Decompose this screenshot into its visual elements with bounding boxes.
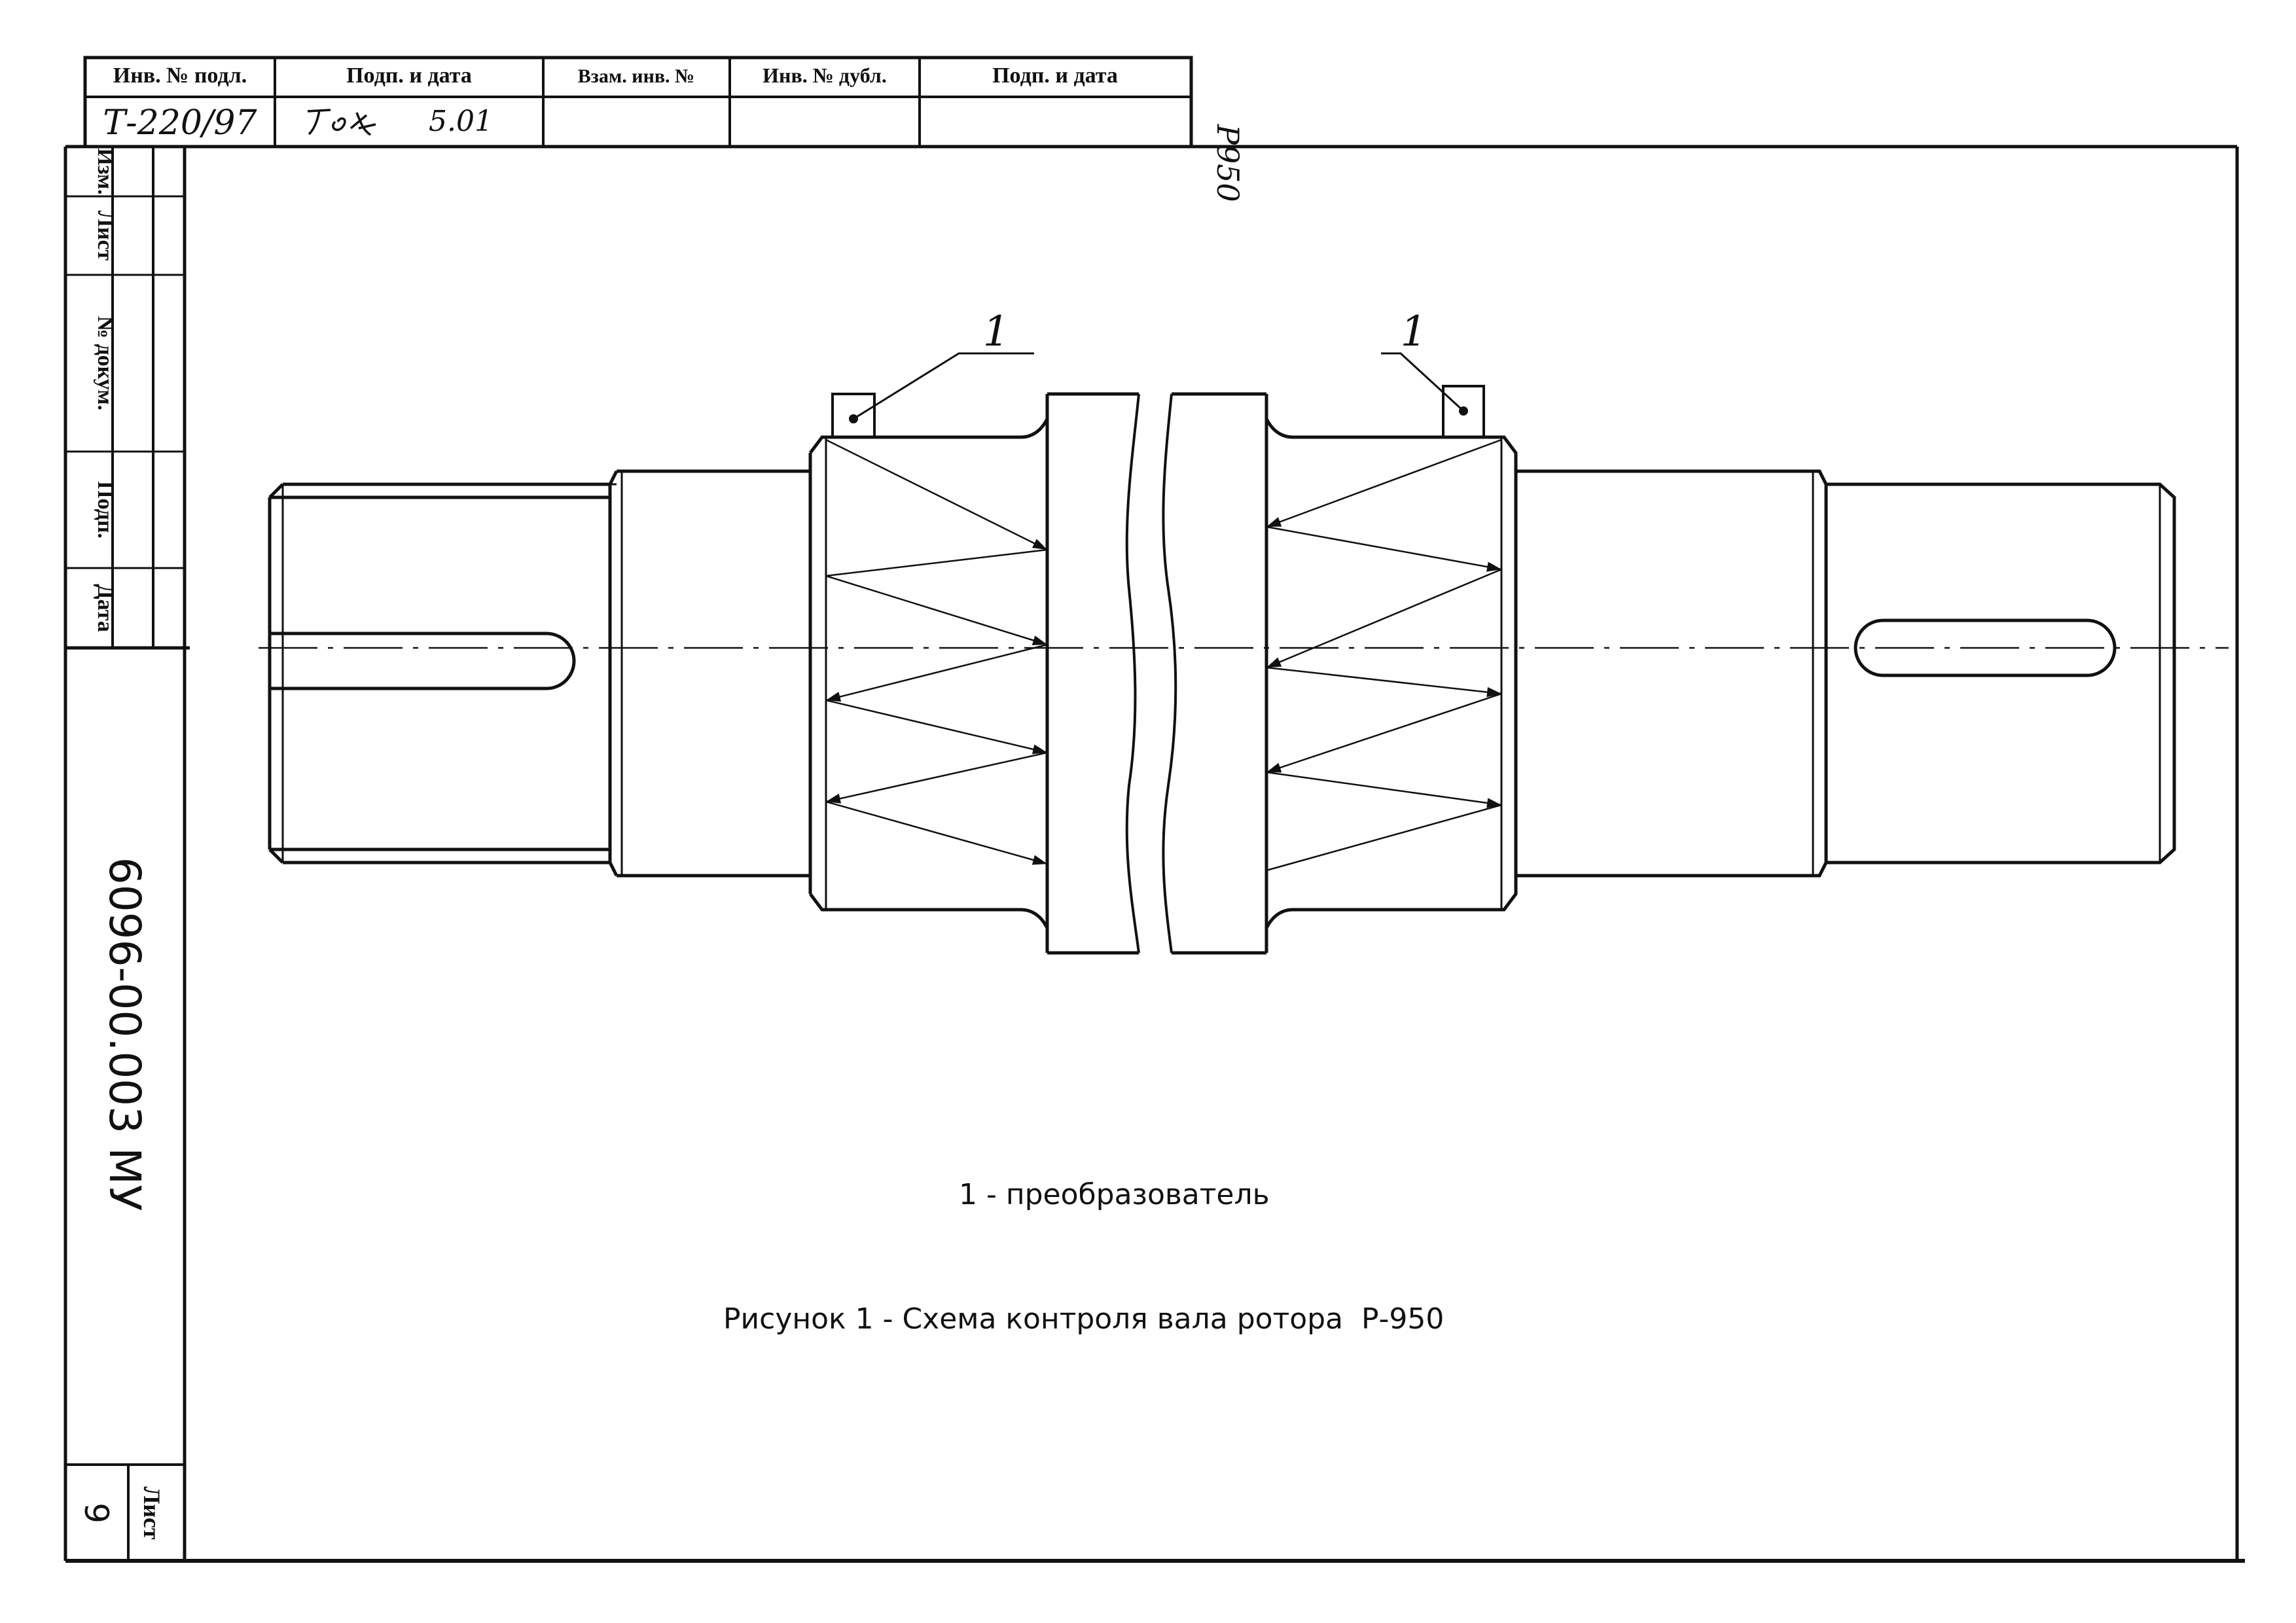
right-step (1516, 469, 1828, 878)
beam-path (825, 800, 1048, 865)
break-line-left (1125, 393, 1140, 954)
right-body (1265, 394, 1518, 953)
transducer-right (1442, 385, 1485, 438)
beam-path (1266, 804, 1502, 872)
beam-path (825, 699, 1048, 755)
beam-path (1266, 692, 1502, 774)
beam-paths-left (825, 438, 1048, 865)
rotor-shaft-drawing (268, 392, 2176, 955)
callout-left: 1 (983, 308, 1010, 356)
figure-legend: 1 - преобразователь (959, 1178, 1270, 1211)
revision-header-doc-number: № докум. (93, 316, 117, 410)
document-code: 6096-00.003 МУ (99, 857, 150, 1211)
signature-mark (307, 109, 376, 136)
right-collar (1172, 392, 1268, 955)
callout-right: 1 (1401, 308, 1427, 356)
left-end-journal (268, 482, 610, 865)
beam-path (825, 751, 1048, 804)
stamp-header-sign-date-2: Подп. и дата (992, 63, 1118, 88)
stamp-header-inv-duplicate: Инв. № дубл. (762, 63, 887, 87)
beam-path (825, 548, 1048, 577)
left-keyway (270, 632, 576, 690)
left-collar (1045, 392, 1139, 955)
inventory-stamp: Инв. № подл. Подп. и дата Взам. инв. № И… (83, 56, 1246, 202)
revision-block: Изм. Лист № докум. Подп. Дата (65, 147, 190, 650)
revision-header-signature: Подп. (93, 481, 117, 539)
left-step (608, 469, 810, 878)
beam-path (1266, 438, 1502, 528)
title-strip: 6096-00.003 МУ Лист 9 (65, 857, 185, 1561)
beam-path (825, 438, 1048, 551)
revision-header-date: Дата (93, 584, 117, 632)
revision-header-change: Изм. (93, 148, 117, 194)
beam-path (825, 643, 1048, 702)
stamp-header-replaced-inv: Взам. инв. № (578, 65, 694, 87)
sheet-frame (63, 145, 2245, 1563)
stamp-header-inv-original: Инв. № подл. (113, 63, 247, 88)
stamp-side-code: Р950 (1210, 124, 1246, 202)
stamp-inv-number: Т-220/97 (103, 103, 257, 143)
sheet-label: Лист (139, 1486, 165, 1540)
beam-path (1266, 526, 1502, 572)
transducer-left (831, 393, 876, 438)
revision-header-sheet: Лист (93, 211, 117, 261)
stamp-header-sign-date-1: Подп. и дата (346, 63, 472, 88)
beam-path (1266, 568, 1502, 669)
leader-right (1381, 352, 1465, 412)
sheet-number: 9 (77, 1503, 115, 1524)
beam-path (1266, 666, 1502, 698)
break-line-right (1162, 393, 1177, 954)
beam-path (1266, 771, 1502, 808)
leader-left (853, 352, 1034, 420)
left-body (808, 394, 1049, 953)
beam-path (825, 575, 1048, 646)
stamp-sign-date: 5.01 (429, 105, 493, 138)
right-end-journal (1826, 482, 2176, 865)
figure-caption: Рисунок 1 - Схема контроля вала ротора Р… (723, 1302, 1444, 1336)
transducers (831, 352, 1485, 438)
beam-paths-right (1266, 438, 1502, 872)
